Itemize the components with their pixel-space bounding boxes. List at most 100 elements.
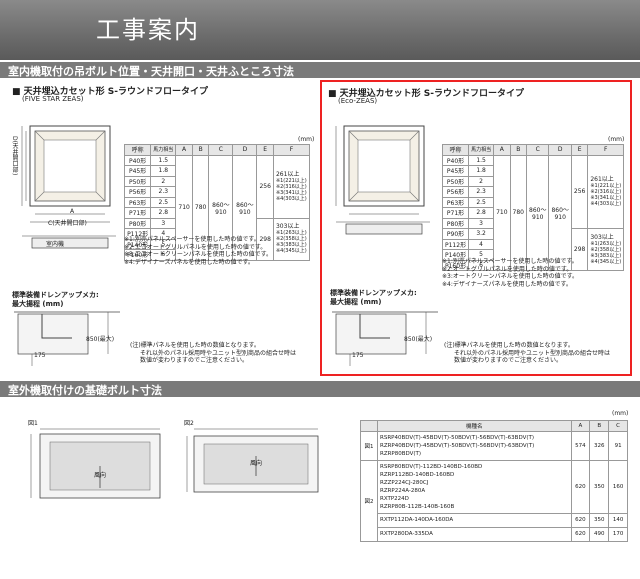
f-note: ※4(345以上) [275, 248, 307, 254]
fig1-label: 図1 [28, 420, 38, 427]
col-header: E [570, 144, 589, 156]
table-row: P40形 1.5 710 780 860〜910 860〜910 256 261… [441, 154, 625, 271]
model-cell: P140形 [123, 238, 152, 250]
table-row: RXTP280DA-335DA 620 490 170 [361, 526, 628, 542]
drain-label: 標準装備ドレンアップメカ: [12, 291, 99, 299]
table-row: 図2 RSRP80BDV(T)-112BD-140BD-160BD RZRP11… [360, 459, 628, 542]
note-line: ※1:別売パネルスペーサーを使用した時の値です。 [124, 236, 260, 243]
note-line: ※3:オートクリーンパネルを使用した時の値です。 [442, 273, 578, 280]
e-cell: 256 [570, 154, 589, 229]
model-cell: P56形 [123, 186, 152, 198]
f-value: 303以上 [275, 223, 300, 230]
a-cell: 574 [570, 430, 591, 461]
c-cell: 860〜910 [525, 154, 550, 271]
drain-dim: 175 [34, 352, 46, 359]
a-cell: 620 [570, 512, 591, 528]
c-cell: 91 [608, 430, 628, 461]
note-line: ※2:エコオートグリルパネルを使用した時の値です。 [124, 243, 267, 251]
f-value: 303以上 [590, 233, 614, 241]
col-header: B [191, 144, 210, 156]
f-note: ※1(263以上) [590, 240, 622, 247]
hp-cell: 2 [468, 175, 495, 187]
panel-outdoor: 図1 風向 図2 風向 (mm) 機種名 A B C [8, 400, 632, 575]
footnote-right: (注)標準パネルを使用した時の数値となります。 それ以外のパネル採用時やユニット… [444, 342, 610, 365]
fan-direction-label-2: 風向 [250, 460, 263, 467]
drain-label-2: 最大揚程 (mm) [330, 298, 382, 306]
hp-cell: 3.2 [468, 228, 495, 240]
model-cell: P40形 [123, 154, 152, 166]
col-header [360, 420, 378, 432]
table-header-row: 呼称 馬力相当 A B C D E F [123, 144, 311, 156]
spec-table-left: 呼称 馬力相当 A B C D E F P40形 1.5 710 780 860… [123, 144, 311, 261]
dim-c-label: C(天井開口部) [48, 220, 87, 227]
note-line: ※1:別売パネルスペーサーを使用した時の値です。 [442, 258, 578, 265]
outdoor-table: 機種名 A B C 図1 RSRP40BDV(T)-45BDV(T)-50BDV… [360, 420, 628, 542]
hp-cell: 2.3 [468, 186, 495, 198]
hp-cell: 1.8 [468, 165, 495, 177]
fan-direction-label: 風向 [94, 472, 107, 479]
notes-left: ※1:別売パネルスペーサーを使用した時の値です。 ※2:エコオートグリルパネルを… [124, 236, 272, 266]
model-cell: P160形 [441, 259, 470, 271]
model-cell: P160形 [123, 249, 152, 261]
col-header: B [509, 144, 528, 156]
page-title: 工事案内 [96, 16, 200, 44]
model-name: RZRP40BDV(T)-45BDV(T)-50BDV(T)-56BDV(T)-… [380, 442, 535, 449]
f-note: ※3(341以上) [275, 189, 307, 196]
unit-label: (mm) [612, 410, 629, 417]
f-cell: 261以上 ※1(221以上) ※2(316以上) ※3(341以上) ※4(3… [272, 154, 311, 219]
f-value: 261以上 [275, 170, 300, 178]
spec-table-right: 呼称 馬力相当 A B C D E F P40形 1.5 710 780 860… [441, 144, 625, 271]
d-cell: 860〜910 [548, 154, 572, 271]
col-header: 呼称 [123, 144, 152, 156]
panel-subtitle: (FIVE STAR ZEAS) [22, 95, 84, 103]
col-header: A [493, 144, 511, 156]
f-note: ※3(341以上) [590, 194, 622, 201]
section-title-indoor: 室内機取付の吊ボルト位置・天井開口・天井ふところ寸法 [8, 65, 294, 78]
col-header: 呼称 [441, 144, 470, 156]
model-name: RXTP112DA-140DA-160DA [380, 517, 454, 523]
footnote-line: 数値が変わりますのでご注意ください。 [140, 357, 249, 364]
model-name: RXTP280DA-335DA [380, 531, 433, 537]
col-header: B [589, 420, 610, 432]
fig2-label: 図2 [184, 420, 194, 427]
c-cell: 140 [608, 512, 628, 528]
notes-right: ※1:別売パネルスペーサーを使用した時の値です。 ※2:オートグリルパネルを使用… [442, 258, 578, 288]
hp-cell: 1.8 [150, 165, 177, 177]
col-header: C [208, 144, 234, 156]
model-cell: P71形 [441, 207, 470, 219]
model-name: RZRP112BD-140BD-160BD [380, 471, 455, 478]
model-cell: P45形 [123, 165, 152, 177]
hp-cell: 5 [150, 238, 177, 250]
a-cell: 620 [570, 459, 591, 514]
model-cell: P112形 [441, 238, 470, 250]
table-row: P80形 3 298 303以上 ※1(263以上) ※2(358以上) ※3(… [123, 217, 311, 261]
model-cell: P50形 [123, 175, 152, 187]
note-line: ※4:デザイナーズパネルを使用した時の値です。 [124, 258, 254, 266]
c-cell: 170 [608, 526, 628, 542]
models-cell: RXTP280DA-335DA [377, 526, 572, 542]
f-cell: 303以上 ※1(263以上) ※2(358以上) ※3(383以上) ※4(3… [272, 217, 311, 261]
f-note: ※2(358以上) [275, 236, 307, 242]
note-line: ※3:エコオートクリーンパネルを使用した時の値です。 [124, 251, 272, 258]
drain-label-2: 最大揚程 (mm) [12, 300, 64, 308]
f-note: ※3(383以上) [275, 242, 307, 248]
table-row: P90形 3.2 298 303以上 ※1(263以上) ※2(358以上) ※… [441, 228, 625, 271]
footnote-line: (注)標準パネルを使用した時の数値となります。 [444, 342, 574, 349]
col-header: A [175, 144, 193, 156]
f-value: 261以上 [590, 175, 614, 183]
footnote-line: それ以外のパネル採用時やユニット型別商品の組合せ時は [454, 349, 611, 357]
highlight-frame [320, 80, 632, 376]
f-note: ※3(383以上) [590, 252, 622, 259]
hp-cell: 3 [468, 217, 495, 229]
f-note: ※2(316以上) [275, 183, 307, 190]
outdoor-fig1-diagram [30, 428, 161, 499]
models-cell: RSRP80BDV(T)-112BD-140BD-160BD RZRP112BD… [377, 459, 572, 514]
